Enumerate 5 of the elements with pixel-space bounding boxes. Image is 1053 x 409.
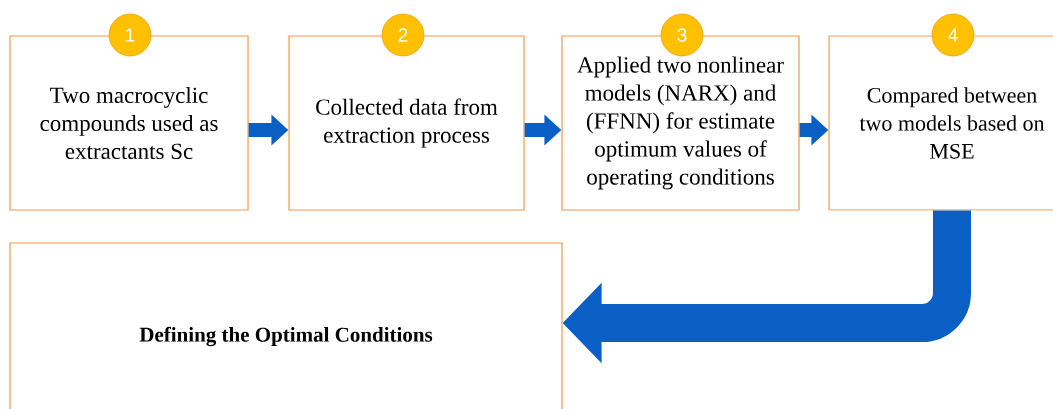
result-box: Defining the Optimal Conditions [9,242,563,409]
step-number: 1 [108,13,152,57]
step-number: 3 [660,13,704,57]
step-number: 4 [931,13,975,57]
step-number: 2 [381,13,425,57]
